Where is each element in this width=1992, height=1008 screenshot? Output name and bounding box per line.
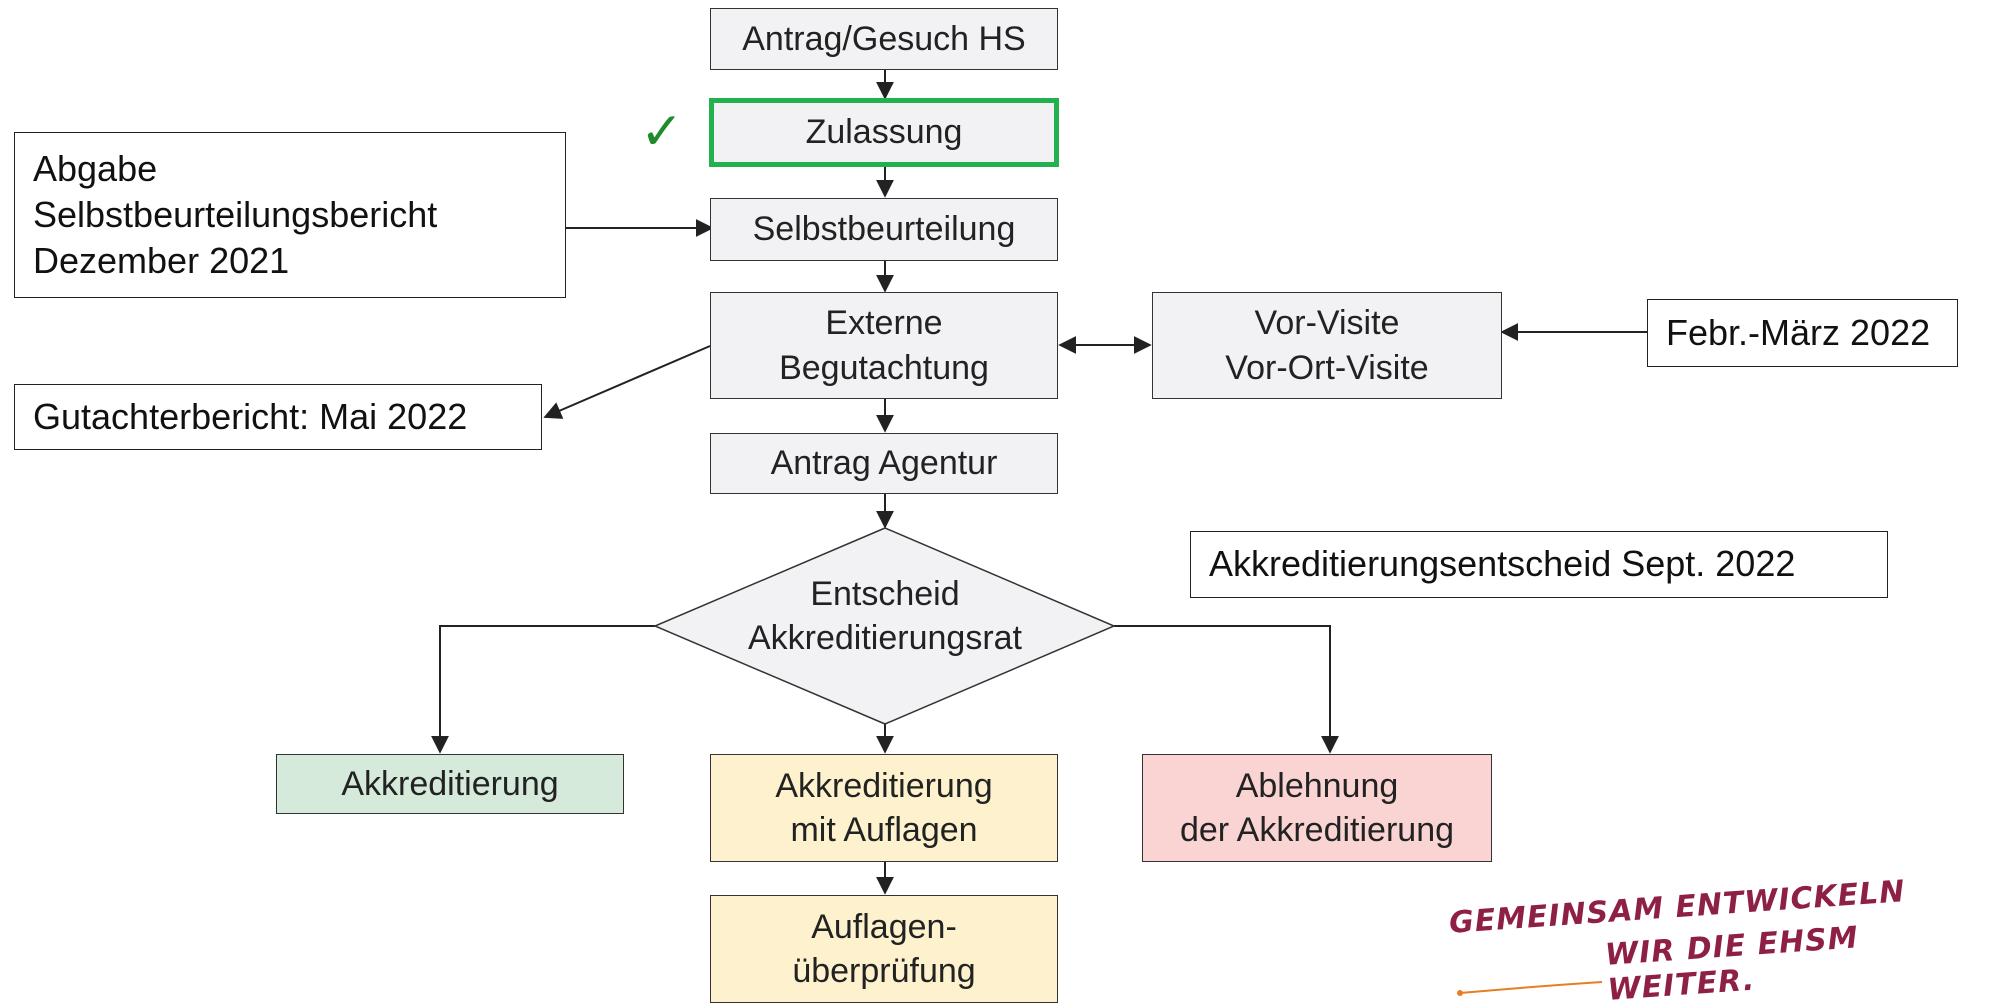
visite-label-1: Vor-Visite: [1254, 304, 1400, 343]
arrow-externe-to-gutachter: [543, 345, 711, 419]
antrag-gesuch-hs-box: Antrag/Gesuch HS: [710, 8, 1058, 70]
antrag-gesuch-hs-label: Antrag/Gesuch HS: [742, 19, 1026, 58]
abgabe-line-1: Abgabe: [33, 148, 158, 190]
checkmark-icon: ✓: [640, 102, 684, 162]
ablehnung-label-2: der Akkreditierung: [1179, 811, 1455, 849]
akkreditierungsentscheid-note: Akkreditierungsentscheid Sept. 2022: [1190, 531, 1888, 598]
entscheid-label-1: Entscheid: [810, 575, 960, 613]
externe-begutachtung-box: Externe Begutachtung: [710, 292, 1058, 399]
externe-label-1: Externe: [825, 304, 943, 343]
antrag-agentur-label: Antrag Agentur: [770, 444, 998, 483]
visite-label-2: Vor-Ort-Visite: [1225, 348, 1429, 387]
akk-auflagen-label-1: Akkreditierung: [775, 766, 993, 805]
zulassung-label: Zulassung: [805, 113, 963, 152]
externe-label-2: Begutachtung: [779, 348, 989, 387]
slogan-underline-dot: [1457, 990, 1463, 996]
gutachterbericht-label: Gutachterbericht: Mai 2022: [33, 395, 468, 437]
akkreditierung-auflagen-box: Akkreditierung mit Auflagen: [710, 754, 1058, 862]
selbstbeurteilung-box: Selbstbeurteilung: [710, 198, 1058, 261]
zulassung-box: Zulassung: [709, 98, 1059, 167]
abgabe-note: Abgabe Selbstbeurteilungsbericht Dezembe…: [14, 132, 566, 298]
akkreditierung-box: Akkreditierung: [276, 754, 624, 814]
akkreditierung-label: Akkreditierung: [341, 764, 559, 803]
abgabe-line-3: Dezember 2021: [33, 239, 290, 281]
auflagen-pruefung-label-2: überprüfung: [792, 952, 976, 990]
entscheid-label-2: Akkreditierungsrat: [747, 619, 1022, 658]
antrag-agentur-box: Antrag Agentur: [710, 433, 1058, 494]
arrow-entscheid-to-ablehnung: [1114, 625, 1339, 754]
febr-maerz-label: Febr.-März 2022: [1666, 311, 1931, 353]
entscheid-label: Entscheid Akkreditierungsrat: [700, 572, 1070, 660]
slogan-underline: [1459, 981, 1603, 994]
arrow-entscheid-to-akkreditierung: [431, 625, 655, 754]
ablehnung-box: Ablehnung der Akkreditierung: [1142, 754, 1492, 862]
auflagen-pruefung-label-1: Auflagen-: [811, 907, 957, 946]
abgabe-line-2: Selbstbeurteilungsbericht: [33, 194, 438, 236]
akk-auflagen-label-2: mit Auflagen: [790, 811, 978, 849]
akkreditierungsentscheid-label: Akkreditierungsentscheid Sept. 2022: [1209, 543, 1796, 585]
auflagen-pruefung-box: Auflagen- überprüfung: [710, 895, 1058, 1003]
visite-box: Vor-Visite Vor-Ort-Visite: [1152, 292, 1502, 399]
selbstbeurteilung-label: Selbstbeurteilung: [752, 210, 1016, 249]
ablehnung-label-1: Ablehnung: [1235, 766, 1399, 805]
gutachterbericht-note: Gutachterbericht: Mai 2022: [14, 384, 542, 450]
entscheid-diamond: [653, 527, 1116, 725]
febr-maerz-note: Febr.-März 2022: [1647, 299, 1958, 367]
